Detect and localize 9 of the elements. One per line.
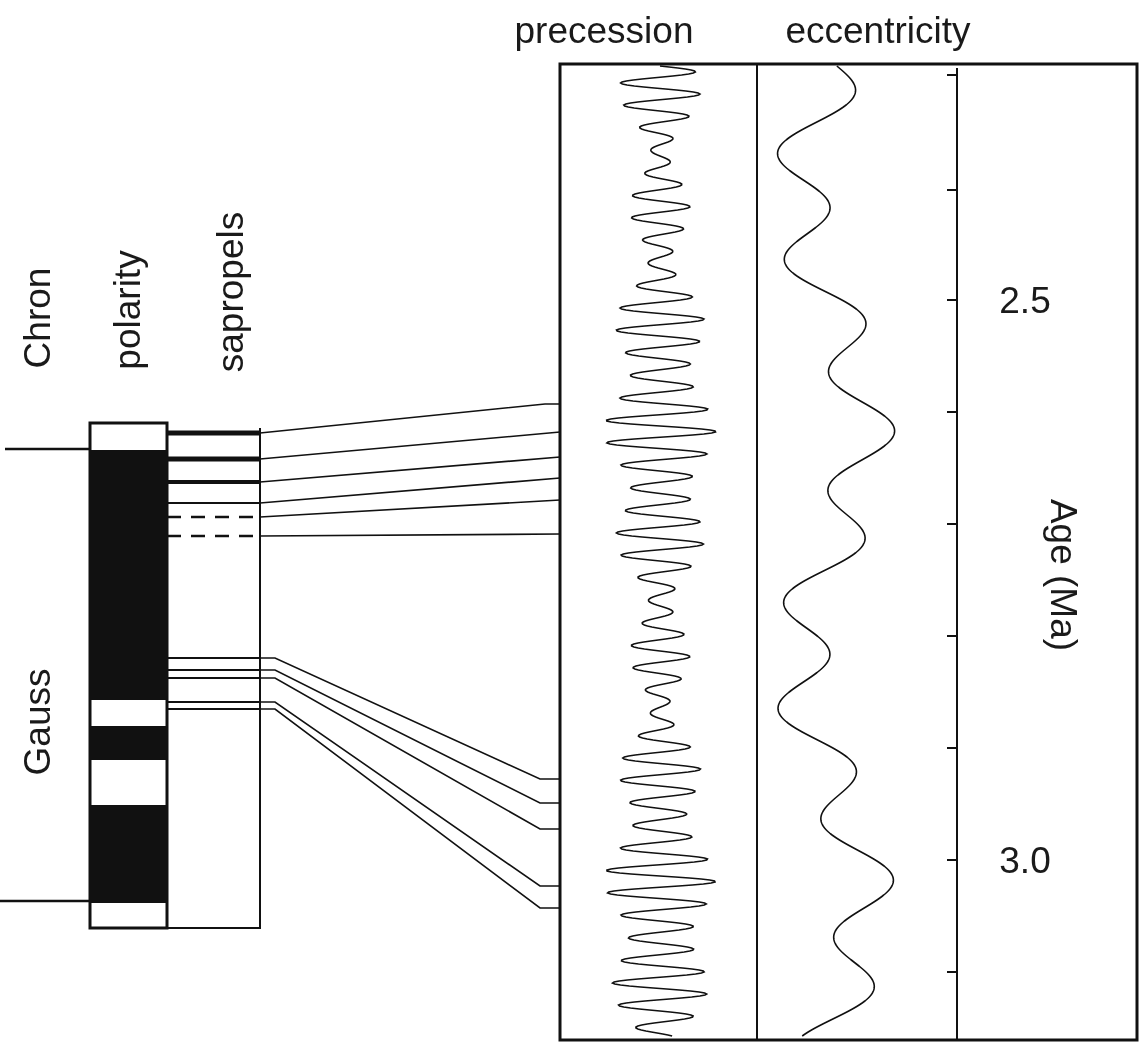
column-heading: Chron	[18, 267, 56, 369]
axis-title: Age (Ma)	[1044, 498, 1082, 652]
chron-name: Gauss	[18, 668, 56, 776]
tick-label: 2.5	[999, 281, 1051, 319]
column-heading: sapropels	[211, 211, 249, 373]
column-heading: eccentricity	[785, 11, 971, 49]
tick-label: 3.0	[999, 841, 1051, 879]
column-heading: polarity	[108, 250, 146, 370]
column-heading: precession	[514, 11, 694, 49]
